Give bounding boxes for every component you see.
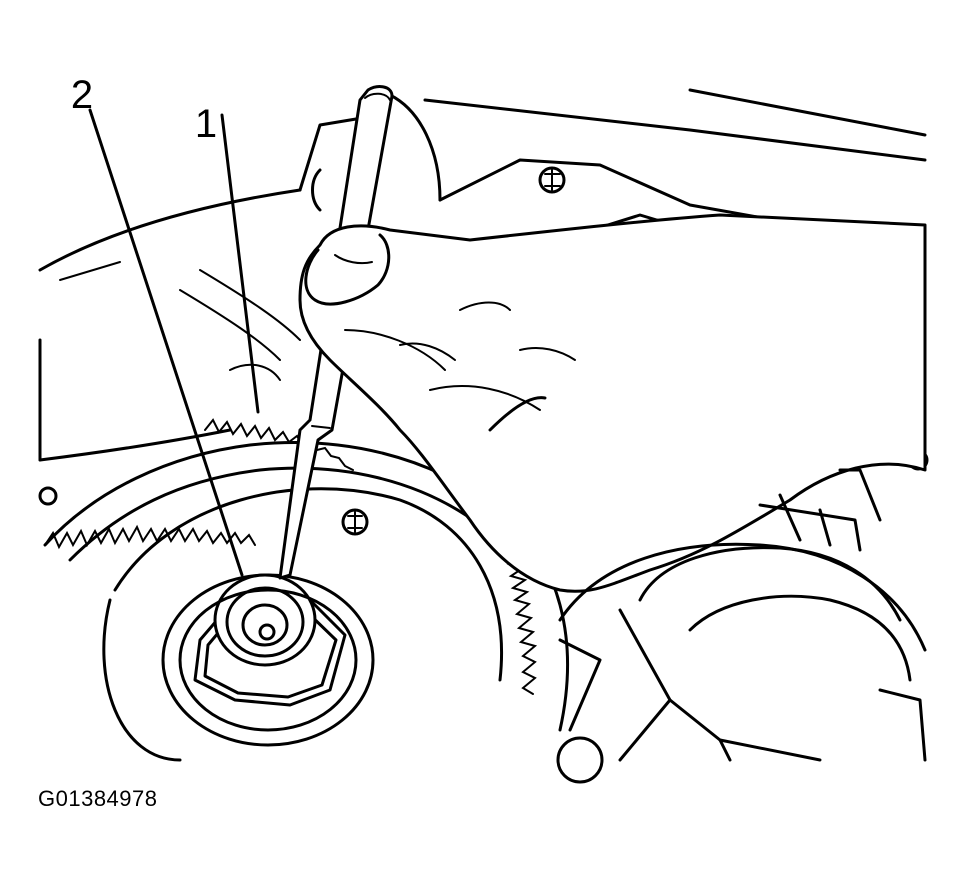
ring-gear [43, 418, 569, 762]
gear-bolt [341, 508, 369, 536]
transmission-housing [38, 88, 927, 462]
technician-hand [298, 213, 927, 593]
callout-number-1: 1 [195, 102, 217, 146]
callout-number-2: 2 [71, 73, 93, 117]
shaft-nut-assembly [161, 573, 375, 747]
housing-ribs [556, 468, 927, 784]
figure-id-label: G01384978 [38, 786, 158, 811]
callout-2-leader [88, 108, 244, 577]
housing-bolt-upper [538, 166, 566, 194]
housing-bolt-left [38, 486, 58, 506]
callout-1-leader [220, 113, 260, 414]
